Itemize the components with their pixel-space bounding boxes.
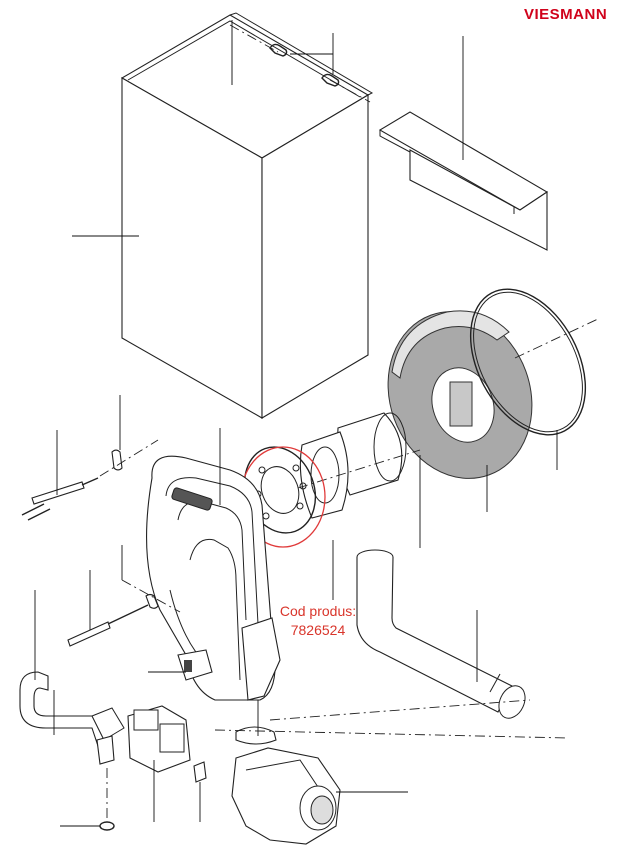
combustion-tube xyxy=(297,412,421,548)
product-code-label: Cod produs: xyxy=(279,603,357,619)
assembly-axis-lines xyxy=(214,699,569,739)
sealing-ring xyxy=(469,288,601,470)
air-intake-pipe xyxy=(356,549,526,719)
combustion-fan xyxy=(231,700,408,845)
leader-lines-top xyxy=(72,33,334,237)
gas-pipe xyxy=(19,590,125,831)
product-code-callout: Cod produs: 7826524 xyxy=(268,602,368,640)
product-code-value: 7826524 xyxy=(290,622,346,638)
ignition-unit xyxy=(148,649,213,681)
gas-valve xyxy=(127,705,207,822)
ionisation-electrode xyxy=(67,545,181,647)
casing-panel xyxy=(120,12,374,419)
burner-housing xyxy=(146,428,281,701)
casing-clip-parts xyxy=(269,43,340,87)
viessmann-logo: VIESMANN xyxy=(524,6,608,23)
insulation-ring xyxy=(387,310,533,512)
ignition-electrode xyxy=(21,395,159,521)
top-cover-panel xyxy=(378,36,549,251)
